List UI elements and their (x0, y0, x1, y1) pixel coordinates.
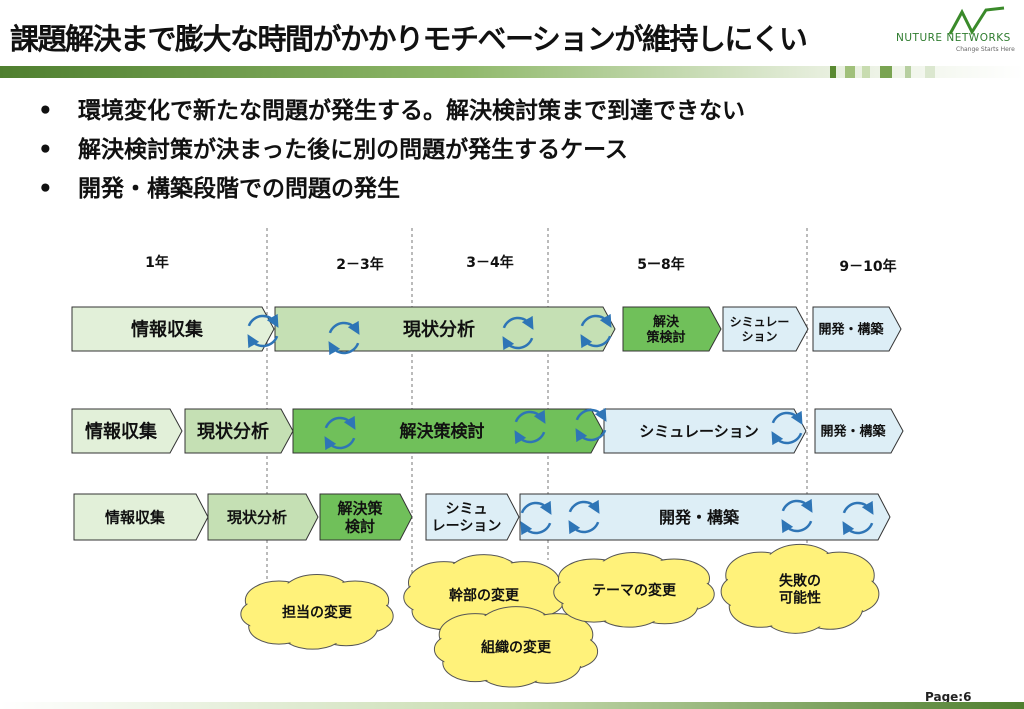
process-step-arrow (814, 408, 904, 454)
page-number: Page:6 (925, 690, 972, 704)
page-title: 課題解決まで膨大な時間がかかりモチベーションが維持しにくい (10, 22, 808, 56)
event-label: 幹部の変更 (449, 587, 520, 604)
cycle-arrows-icon (842, 500, 874, 536)
event-label: 失敗の可能性 (779, 573, 821, 607)
event-label: テーマの変更 (592, 582, 677, 599)
process-step-label: 開発・構築 (659, 508, 740, 527)
process-step-label: 現状分析 (197, 420, 269, 442)
process-step-label: 解決策検討 (337, 499, 383, 535)
cycle-arrows-icon (781, 498, 813, 534)
event-cloud: 組織の変更 (433, 606, 599, 688)
process-step-label: 解決策検討 (646, 314, 685, 346)
cycle-arrows-icon (575, 407, 607, 443)
cycle-arrows-icon (514, 409, 546, 445)
process-step-label: 情報収集 (85, 420, 158, 442)
company-logo: NUTURE NETWORKS Change Starts Here (896, 6, 1018, 58)
process-step-label: 現状分析 (227, 508, 287, 526)
bullet-text: 解決検討策が決まった後に別の問題が発生するケース (78, 137, 628, 163)
bullet-text: 開発・構築段階での問題の発生 (78, 176, 400, 202)
period-label: 2－3年 (336, 256, 383, 273)
cycle-arrows-icon (520, 500, 552, 536)
event-cloud: テーマの変更 (553, 552, 715, 628)
problem-bullet-list: •環境変化で新たな問題が発生する。解決検討策まで到達できない •解決検討策が決ま… (38, 92, 745, 209)
event-label: 担当の変更 (282, 604, 353, 621)
process-step-arrow (184, 408, 294, 454)
footer-bar (0, 702, 1024, 709)
bullet-item: •開発・構築段階での問題の発生 (38, 176, 400, 202)
bullet-item: •環境変化で新たな問題が発生する。解決検討策まで到達できない (38, 98, 745, 124)
process-step-label: 情報収集 (105, 508, 166, 526)
process-step-arrow (319, 493, 413, 541)
process-step-arrow (73, 493, 209, 541)
process-step-label: シミュレーション (639, 422, 758, 440)
bullet-text: 環境変化で新たな問題が発生する。解決検討策まで到達できない (78, 98, 745, 124)
period-label: 1年 (145, 254, 169, 271)
logo-tagline: Change Starts Here (956, 46, 1015, 53)
logo-mark-icon (948, 6, 1005, 36)
process-step-label: 開発・構築 (820, 424, 886, 440)
period-label: 3－4年 (466, 254, 513, 271)
process-step-arrow (71, 408, 183, 454)
event-cloud: 失敗の可能性 (720, 543, 880, 634)
process-step-arrow (207, 493, 319, 541)
process-step-label: シミュレーション (432, 502, 502, 535)
cycle-arrows-icon (247, 313, 279, 349)
process-step-label: シミュレーション (730, 315, 790, 344)
cycle-arrows-icon (502, 315, 534, 351)
cycle-arrows-icon (771, 410, 803, 446)
process-step-arrow (722, 306, 809, 352)
process-step-arrow (603, 408, 807, 454)
cycle-arrows-icon (324, 415, 356, 451)
process-step-label: 現状分析 (403, 318, 475, 340)
process-step-arrow (812, 306, 902, 352)
process-step-arrow (71, 306, 275, 352)
cycle-arrows-icon (328, 320, 360, 356)
process-step-label: 情報収集 (131, 318, 204, 340)
bullet-item: •解決検討策が決まった後に別の問題が発生するケース (38, 137, 628, 163)
process-step-arrow (622, 306, 722, 352)
event-label: 組織の変更 (481, 639, 552, 656)
cycle-arrows-icon (580, 313, 612, 349)
event-cloud: 担当の変更 (240, 574, 394, 650)
period-label: 5ー8年 (637, 256, 684, 273)
process-step-label: 開発・構築 (818, 322, 884, 338)
process-step-label: 解決策検討 (400, 421, 485, 442)
header-divider-bar (0, 66, 1024, 78)
process-step-arrow (425, 493, 520, 541)
cycle-arrows-icon (568, 499, 600, 535)
period-label: 9－10年 (839, 258, 896, 275)
process-step-arrow (519, 493, 891, 541)
logo-name: NUTURE NETWORKS (896, 32, 1011, 44)
